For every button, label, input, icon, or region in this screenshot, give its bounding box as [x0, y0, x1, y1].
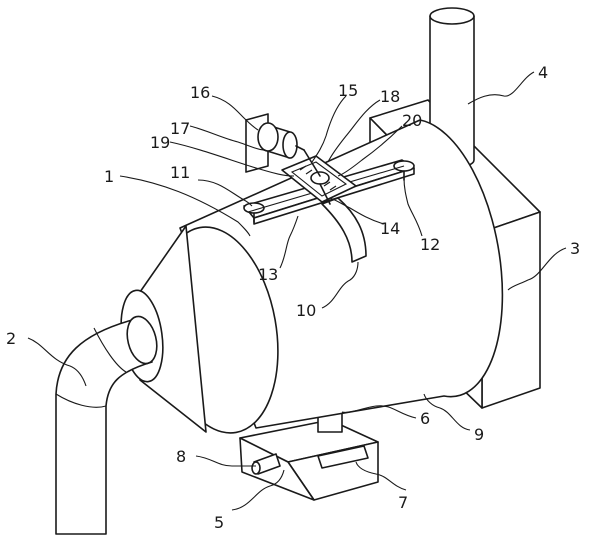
gear [310, 171, 330, 185]
label-16: 16 [190, 83, 210, 102]
label-18: 18 [380, 87, 400, 106]
label-20: 20 [402, 111, 422, 130]
label-15: 15 [338, 81, 358, 100]
label-4: 4 [538, 63, 548, 82]
frame [281, 155, 357, 203]
label-10: 10 [296, 301, 316, 320]
label-17: 17 [170, 119, 190, 138]
label-5: 5 [214, 513, 224, 532]
reference-numerals: 1 2 3 4 5 6 7 8 9 10 11 12 13 14 15 16 1… [6, 63, 580, 532]
curved-plate [321, 197, 367, 263]
label-1: 1 [104, 167, 114, 186]
label-8: 8 [176, 447, 186, 466]
discharge-slot [317, 445, 369, 469]
label-2: 2 [6, 329, 16, 348]
drive-shaft [303, 149, 331, 205]
leader-lines [27, 71, 567, 511]
label-9: 9 [474, 425, 484, 444]
label-6: 6 [420, 409, 430, 428]
label-19: 19 [150, 133, 170, 152]
label-12: 12 [420, 235, 440, 254]
inlet-pipe [55, 315, 158, 535]
label-13: 13 [258, 265, 278, 284]
motor [257, 122, 305, 159]
label-7: 7 [398, 493, 408, 512]
label-14: 14 [380, 219, 400, 238]
side-port [251, 453, 281, 475]
label-11: 11 [170, 163, 190, 182]
label-3: 3 [570, 239, 580, 258]
